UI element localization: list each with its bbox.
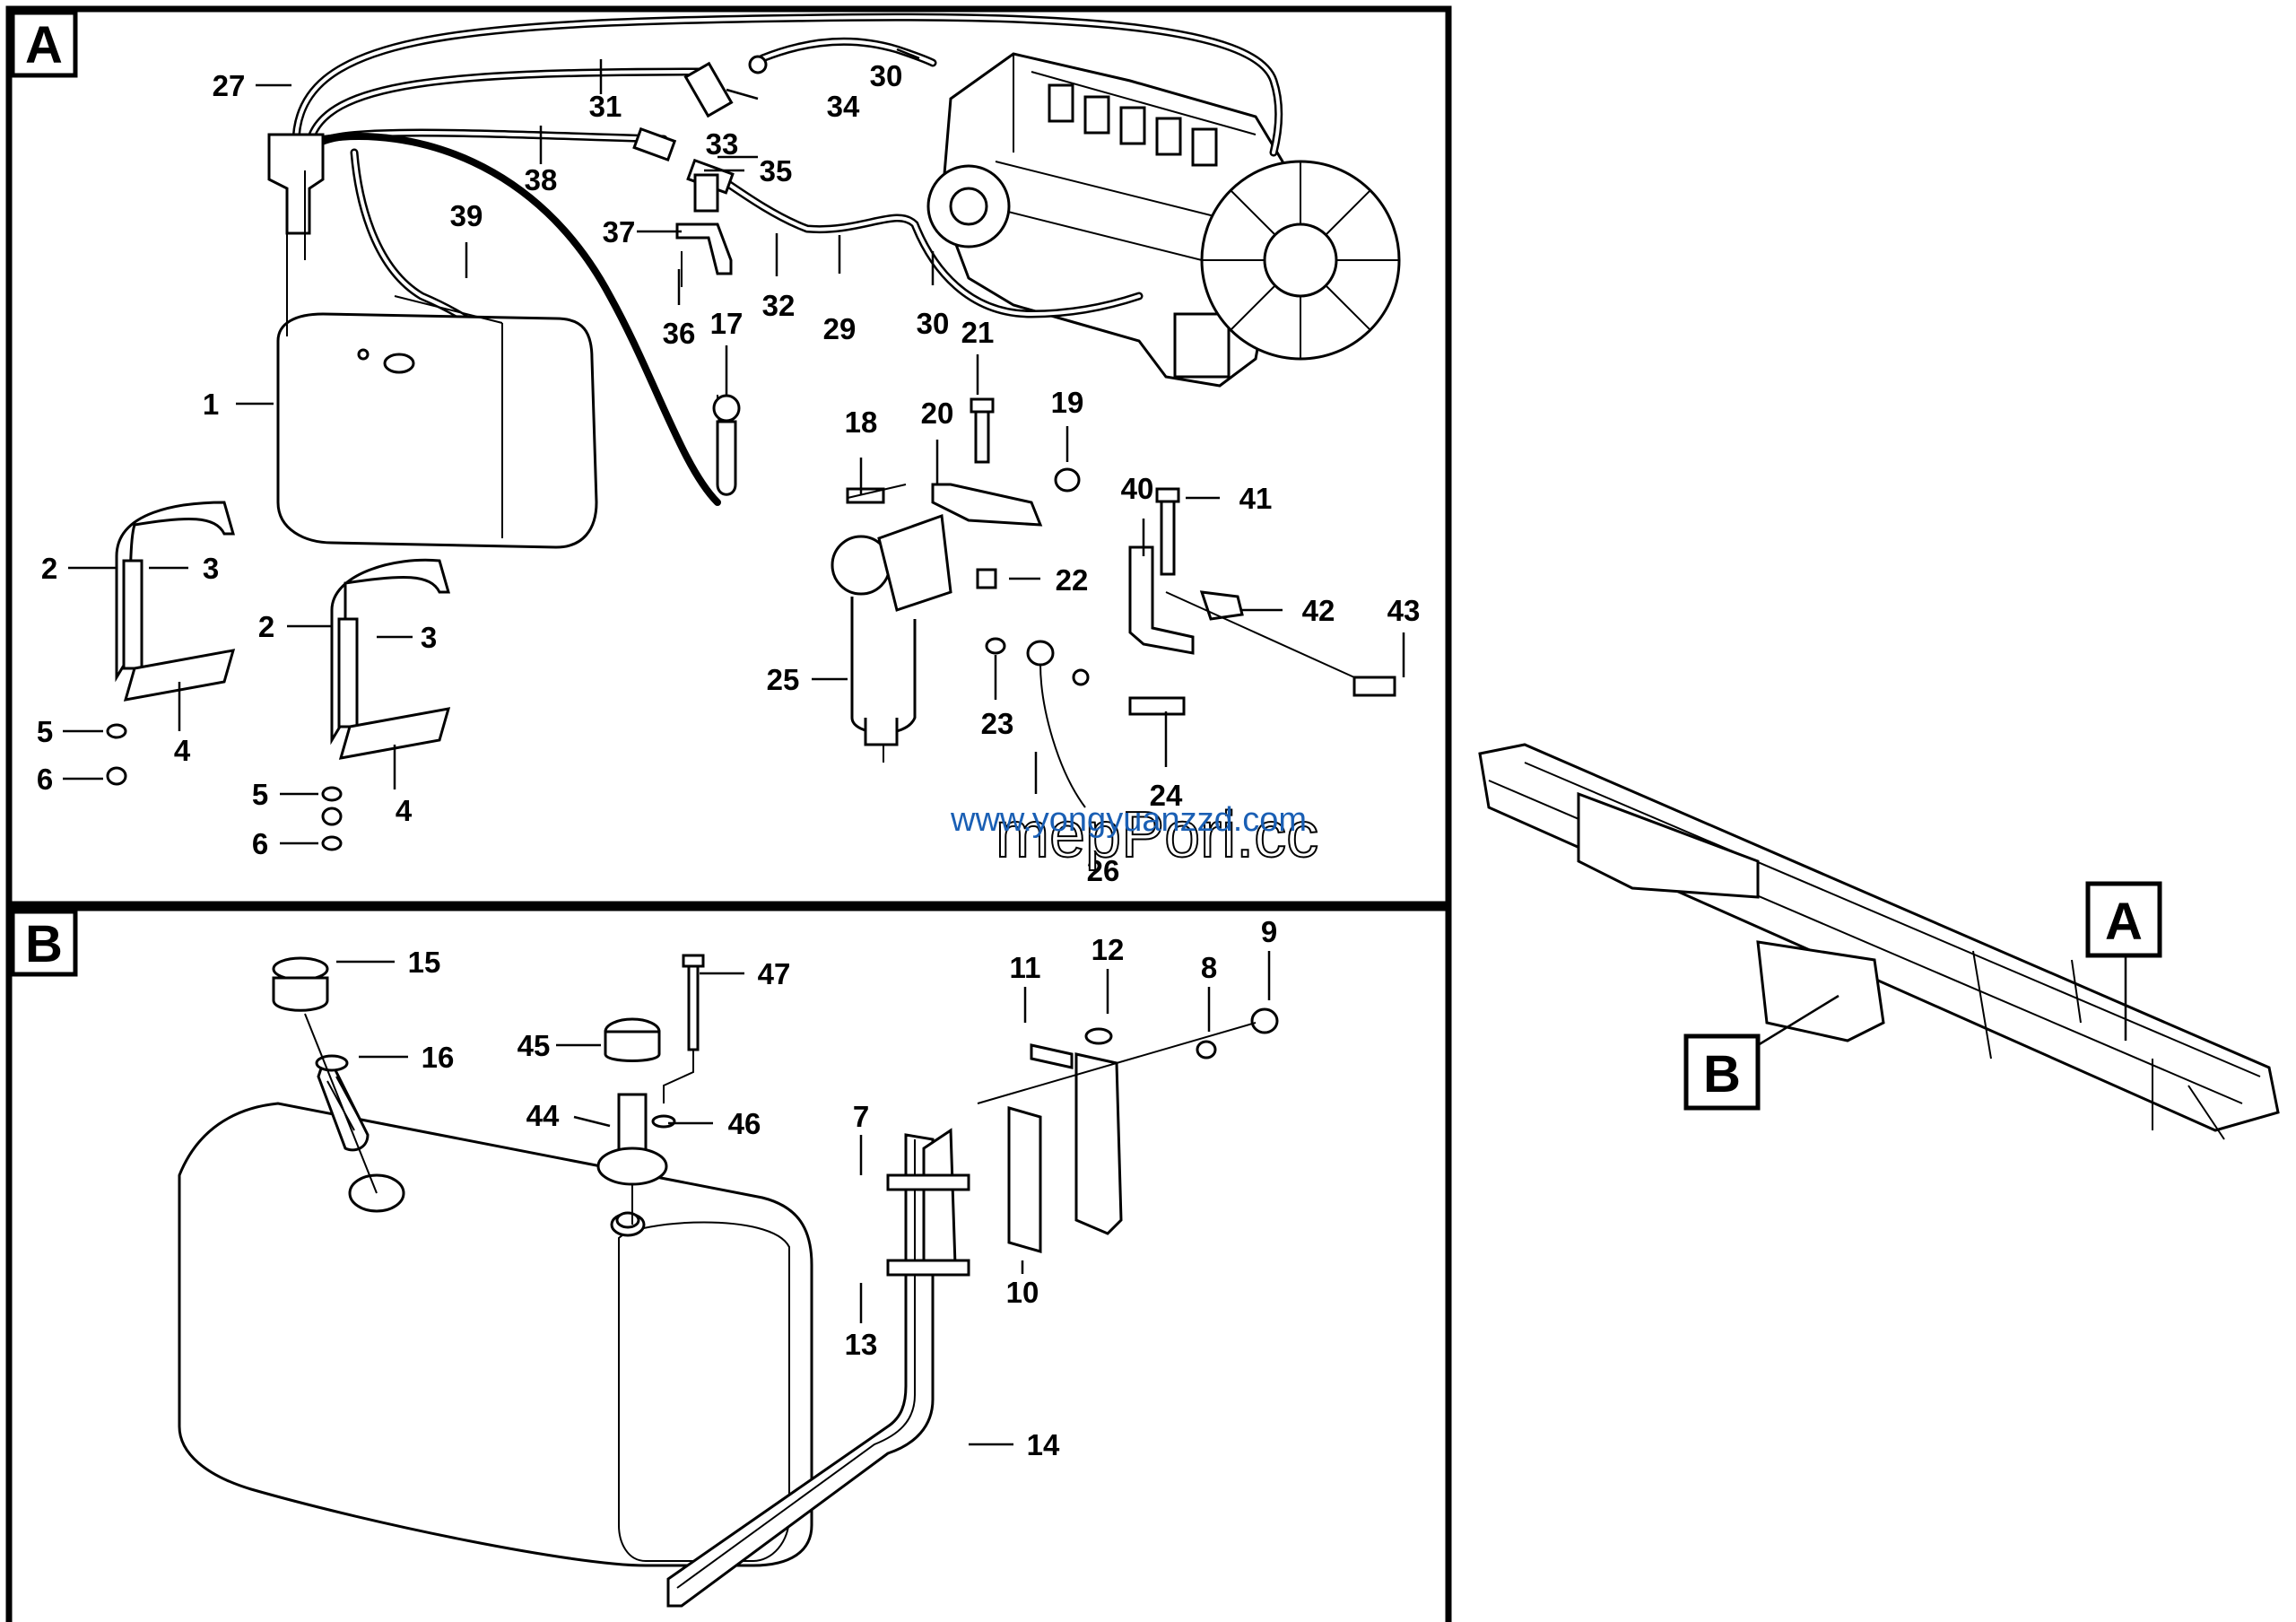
callouts-a: 1 2 3 4 5 6 2 3 4 5 6 17 18 19 20 21 22 … bbox=[37, 59, 1421, 887]
callout-13: 13 bbox=[845, 1328, 878, 1361]
leader-inset-b bbox=[1757, 994, 1839, 1047]
fasteners-b bbox=[886, 1007, 1279, 1277]
callout-30b: 30 bbox=[917, 307, 950, 340]
callout-5: 5 bbox=[37, 715, 53, 748]
fuel-filter-assembly bbox=[712, 394, 1186, 808]
fuel-hoses bbox=[291, 13, 1283, 506]
callout-6: 6 bbox=[37, 763, 53, 796]
callout-10: 10 bbox=[1006, 1276, 1039, 1309]
sender-unit bbox=[596, 954, 705, 1225]
callout-1: 1 bbox=[203, 388, 219, 421]
watermark-url: www.yongyuanzzd.com bbox=[950, 801, 1307, 839]
panel-b-frame bbox=[5, 904, 1452, 1622]
callout-14: 14 bbox=[1027, 1428, 1060, 1461]
panel-b-letter: B bbox=[25, 915, 63, 973]
callout-26: 26 bbox=[1087, 854, 1120, 887]
callout-2: 2 bbox=[41, 552, 57, 585]
inset-a-letter: A bbox=[2105, 893, 2143, 951]
chassis-inset bbox=[1478, 743, 2280, 1140]
callout-23: 23 bbox=[981, 707, 1014, 740]
panel-a-letter: A bbox=[25, 16, 63, 74]
callout-4b: 4 bbox=[396, 794, 413, 827]
panel-a-badge bbox=[10, 10, 78, 78]
callout-47: 47 bbox=[758, 957, 791, 990]
engine-illustration bbox=[926, 52, 1401, 388]
filler-cap-and-strainer bbox=[272, 956, 378, 1194]
callout-24: 24 bbox=[1150, 779, 1183, 812]
callout-19: 19 bbox=[1051, 386, 1084, 419]
callout-25: 25 bbox=[767, 663, 800, 696]
callout-42: 42 bbox=[1302, 594, 1335, 627]
callout-20: 20 bbox=[921, 397, 954, 430]
tank-straps-a bbox=[106, 501, 451, 851]
inset-a-badge bbox=[2085, 881, 2162, 958]
leader-lines-a bbox=[63, 48, 1405, 845]
callout-9: 9 bbox=[1261, 915, 1277, 948]
callout-45: 45 bbox=[517, 1029, 551, 1062]
callout-43: 43 bbox=[1387, 594, 1421, 627]
callouts-b: 7 8 9 10 11 12 13 14 15 16 44 45 46 47 bbox=[408, 915, 1278, 1461]
fuel-tank-b bbox=[178, 1102, 813, 1567]
callout-38: 38 bbox=[525, 163, 558, 196]
callout-33: 33 bbox=[706, 127, 739, 161]
callout-3b: 3 bbox=[421, 621, 437, 654]
callout-17: 17 bbox=[710, 307, 744, 340]
callout-8: 8 bbox=[1201, 951, 1217, 984]
callout-2b: 2 bbox=[258, 610, 274, 643]
callout-15: 15 bbox=[408, 946, 441, 979]
callout-7: 7 bbox=[853, 1100, 869, 1133]
callout-6b: 6 bbox=[252, 827, 268, 860]
callout-44: 44 bbox=[526, 1099, 560, 1132]
callout-5b: 5 bbox=[252, 778, 268, 811]
callout-35: 35 bbox=[760, 154, 793, 187]
callout-21: 21 bbox=[961, 316, 995, 349]
callout-41: 41 bbox=[1239, 482, 1273, 515]
callout-46: 46 bbox=[728, 1107, 761, 1140]
fuel-tank-a bbox=[276, 170, 598, 549]
bracket-assembly-40-43 bbox=[1128, 487, 1396, 697]
callout-11: 11 bbox=[1010, 951, 1041, 984]
callout-36: 36 bbox=[663, 317, 696, 350]
callout-34: 34 bbox=[827, 90, 860, 123]
callout-22: 22 bbox=[1056, 563, 1089, 597]
callout-39: 39 bbox=[450, 199, 483, 232]
panel-a-frame bbox=[5, 5, 1452, 908]
callout-40: 40 bbox=[1121, 472, 1154, 505]
callout-18: 18 bbox=[845, 406, 878, 439]
inset-b-letter: B bbox=[1703, 1045, 1741, 1103]
callout-16: 16 bbox=[422, 1041, 455, 1074]
panel-b-badge bbox=[10, 909, 78, 977]
callout-31: 31 bbox=[589, 90, 622, 123]
callout-32: 32 bbox=[762, 289, 796, 322]
callout-3: 3 bbox=[203, 552, 219, 585]
callout-4: 4 bbox=[174, 734, 191, 767]
leader-lines-b bbox=[336, 951, 1271, 1446]
watermark-overlay: mepPori.cc bbox=[996, 799, 1318, 871]
callout-27: 27 bbox=[213, 69, 246, 102]
callout-30a: 30 bbox=[870, 59, 903, 92]
callout-29: 29 bbox=[823, 312, 857, 345]
inset-b-badge bbox=[1683, 1033, 1761, 1111]
connectors-top bbox=[267, 55, 768, 287]
callout-12: 12 bbox=[1091, 933, 1125, 966]
callout-37: 37 bbox=[603, 215, 636, 249]
